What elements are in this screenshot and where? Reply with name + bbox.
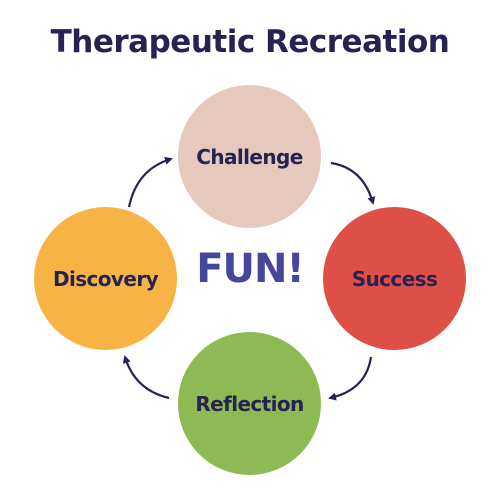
stage-label-challenge: Challenge xyxy=(196,144,303,169)
stage-circle-discovery: Discovery xyxy=(34,207,177,350)
stage-label-reflection: Reflection xyxy=(195,391,304,416)
arrow-reflection-to-discovery xyxy=(122,355,170,400)
stage-circle-reflection: Reflection xyxy=(178,332,321,475)
diagram-title: Therapeutic Recreation xyxy=(50,24,450,60)
stage-label-discovery: Discovery xyxy=(52,266,159,291)
arrow-success-to-reflection xyxy=(328,356,373,401)
arrow-challenge-to-success xyxy=(330,161,376,205)
stage-circle-challenge: Challenge xyxy=(178,85,321,228)
arrow-discovery-to-challenge xyxy=(127,156,173,208)
stage-circle-success: Success xyxy=(323,207,466,350)
center-label: FUN! xyxy=(196,246,305,292)
stage-label-success: Success xyxy=(351,266,438,291)
